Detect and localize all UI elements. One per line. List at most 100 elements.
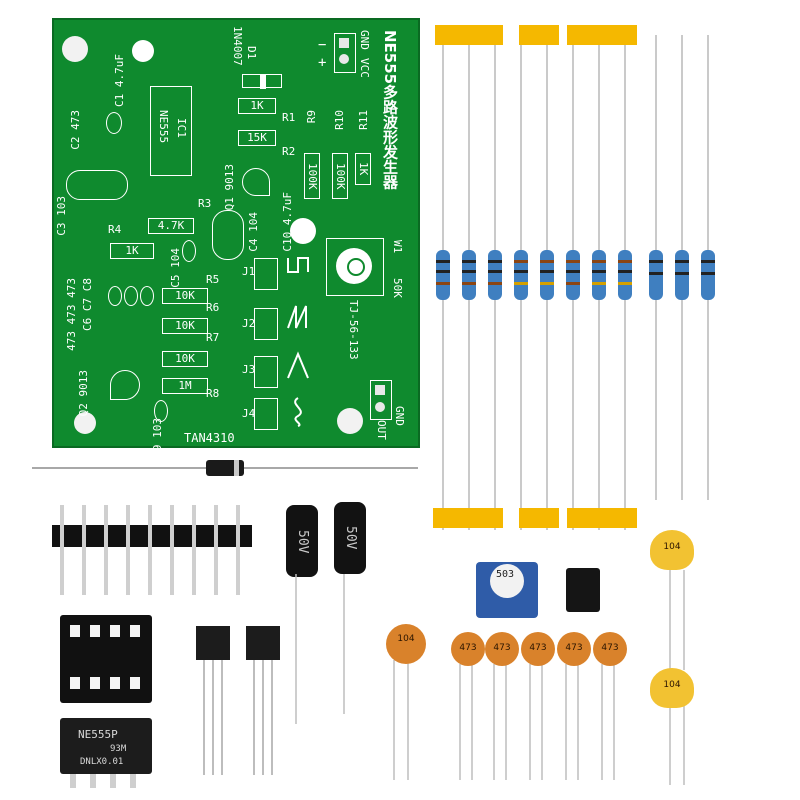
loose-resistors bbox=[649, 35, 715, 500]
pot-slot-icon bbox=[347, 258, 365, 276]
c8-outline bbox=[140, 286, 154, 306]
r4-box: 1K bbox=[110, 243, 154, 259]
j4-label: J4 bbox=[242, 407, 256, 420]
c5-label: C5 104 bbox=[169, 248, 182, 288]
output-header bbox=[370, 380, 392, 420]
ceramic-473-label-3: 473 bbox=[529, 643, 547, 653]
pot-part: TJ-56-133 bbox=[347, 300, 360, 360]
c6-outline bbox=[108, 286, 122, 306]
yellow-cap-2 bbox=[650, 668, 694, 708]
minus-label: − bbox=[318, 37, 327, 53]
electrolytic-label-2: 50V bbox=[343, 526, 358, 550]
r7-box: 10K bbox=[162, 351, 208, 367]
ic1-outline bbox=[150, 86, 192, 176]
mounting-hole bbox=[337, 408, 363, 434]
ceramic-cap-473-4 bbox=[557, 632, 591, 666]
ic1-ref: IC1 bbox=[175, 118, 188, 138]
ceramic-473-label-4: 473 bbox=[565, 643, 583, 653]
ceramic-473-label-2: 473 bbox=[493, 643, 511, 653]
ceramic-473-label-1: 473 bbox=[459, 643, 477, 653]
r2-box: 15K bbox=[238, 130, 276, 146]
chip-line-1: NE555P bbox=[78, 728, 118, 741]
pin bbox=[375, 402, 385, 412]
q1-label: Q1 9013 bbox=[223, 164, 236, 211]
q1-outline bbox=[242, 168, 270, 196]
r1-box: 1K bbox=[238, 98, 276, 114]
r1-ref: R1 bbox=[282, 111, 296, 124]
r9-ref: R9 bbox=[305, 110, 318, 124]
tape-top-2 bbox=[519, 25, 559, 45]
header-pins bbox=[60, 505, 240, 595]
c1-outline bbox=[132, 40, 154, 62]
tape-bottom-1 bbox=[433, 508, 503, 528]
board-model: TAN4310 bbox=[184, 431, 235, 445]
electrolytic-cap-1 bbox=[286, 505, 318, 577]
ic1-part: NE555 bbox=[157, 110, 170, 144]
c10-label: C10 4.7uF bbox=[281, 192, 294, 252]
trimmer-code: 503 bbox=[496, 569, 515, 580]
sawtooth-wave-icon bbox=[287, 305, 307, 329]
electrolytic-leads bbox=[295, 574, 345, 724]
r5-box: 10K bbox=[162, 288, 208, 304]
c3-outline bbox=[66, 170, 128, 200]
ceramic-473-label-5: 473 bbox=[601, 643, 619, 653]
q2-outline bbox=[110, 370, 140, 400]
pot-ref: W1 bbox=[391, 240, 404, 254]
electrolytic-cap-2 bbox=[334, 502, 366, 574]
sine-wave-icon bbox=[294, 397, 302, 427]
c4-outline bbox=[212, 210, 244, 260]
jumper-j4 bbox=[254, 398, 278, 430]
electrolytic-label-1: 50V bbox=[295, 530, 310, 554]
j3-label: J3 bbox=[242, 363, 256, 376]
c2-outline bbox=[106, 112, 122, 134]
pcb-board: NE555多路波形发生器 GND VCC − + D1 1N4007 C1 4.… bbox=[52, 18, 420, 458]
chip-line-2: 93M bbox=[110, 744, 127, 754]
r7-ref: R7 bbox=[206, 331, 220, 344]
pin bbox=[339, 54, 349, 64]
gnd-label: GND bbox=[358, 30, 371, 50]
jumper-j3 bbox=[254, 356, 278, 388]
r8-ref: R8 bbox=[206, 387, 220, 400]
r10-ref: R10 bbox=[333, 110, 346, 130]
out-gnd-label: GND bbox=[393, 406, 406, 426]
r2-ref: R2 bbox=[282, 145, 296, 158]
q2-label: Q2 9013 bbox=[77, 370, 90, 417]
c2-label: C2 473 bbox=[69, 110, 82, 150]
ceramic-cap-473-1 bbox=[451, 632, 485, 666]
ceramic-cap-473-2 bbox=[485, 632, 519, 666]
c7-outline bbox=[124, 286, 138, 306]
r11-box: 1K bbox=[355, 153, 371, 185]
jumper-cap bbox=[566, 568, 600, 612]
tape-top-3 bbox=[567, 25, 637, 45]
r11-ref: R11 bbox=[357, 110, 370, 130]
pot-value: 50K bbox=[391, 278, 404, 298]
tape-bottom-3 bbox=[567, 508, 637, 528]
chip-pins bbox=[70, 774, 136, 788]
trimmer-dial bbox=[490, 564, 524, 598]
r3-box: 4.7K bbox=[148, 218, 194, 234]
ceramic-cap-473-3 bbox=[521, 632, 555, 666]
r9-box: 100K bbox=[304, 153, 320, 199]
c10-outline bbox=[290, 218, 316, 244]
ne555-chip bbox=[60, 718, 152, 774]
diode-part: 1N4007 bbox=[231, 26, 244, 66]
yellow-cap-1 bbox=[650, 530, 694, 570]
square-wave-icon bbox=[287, 257, 309, 273]
yellow-cap-label-1: 104 bbox=[663, 542, 681, 552]
j2-label: J2 bbox=[242, 317, 256, 330]
diode-band bbox=[260, 74, 266, 89]
ceramic-leads bbox=[393, 660, 615, 780]
chip-line-3: DNLX0.01 bbox=[80, 757, 124, 767]
vcc-label: VCC bbox=[358, 58, 371, 78]
socket-holes bbox=[70, 625, 140, 689]
r10-box: 100K bbox=[332, 153, 348, 199]
power-header bbox=[334, 33, 356, 73]
yellow-cap-label-2: 104 bbox=[663, 680, 681, 690]
r3-ref: R3 bbox=[198, 197, 212, 210]
resistor-bodies bbox=[436, 250, 632, 300]
triangle-wave-icon bbox=[287, 351, 309, 379]
board-title: NE555多路波形发生器 bbox=[381, 30, 399, 190]
jumper-j1 bbox=[254, 258, 278, 290]
r4-ref: R4 bbox=[108, 223, 122, 236]
